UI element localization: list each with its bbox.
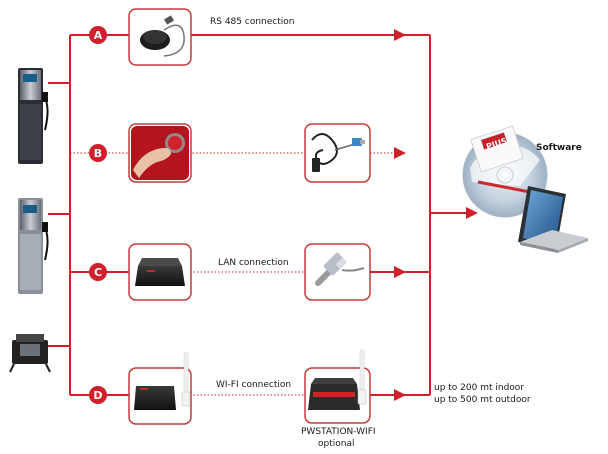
arrowheads [394, 29, 478, 401]
badge-a: A [89, 26, 107, 44]
station-name-label: PWSTATION-WIFI [301, 427, 376, 437]
range-outdoor-label: up to 500 mt outdoor [434, 395, 531, 405]
fuel-pump-1-icon [18, 68, 49, 164]
wifi-device-box [128, 351, 192, 425]
lan-device-box [128, 243, 192, 301]
fuel-tank-station-icon [9, 334, 51, 373]
fuel-pump-2-icon [18, 198, 49, 294]
badge-d: D [89, 386, 107, 404]
badge-b-text: B [94, 147, 102, 160]
cd-case-icon: PIUSI [470, 125, 524, 173]
arrow-c [394, 266, 406, 278]
badge-b: B [89, 144, 107, 162]
rs485-connection-label: RS 485 connection [210, 17, 295, 27]
arrow-b [394, 147, 406, 159]
badge-a-text: A [94, 29, 103, 42]
wifi-connection-label: WI-FI connection [216, 380, 292, 390]
rs485-adapter-box [128, 8, 192, 66]
arrow-d [394, 389, 406, 401]
connection-lines [48, 34, 470, 396]
station-optional-label: optional [318, 439, 355, 449]
range-indoor-label: up to 200 mt indoor [434, 383, 524, 393]
arrow-a [394, 29, 406, 41]
pwstation-wifi-box [304, 349, 371, 424]
rj45-cable-box [304, 243, 371, 301]
software-label: Software [536, 143, 582, 153]
lan-connection-label: LAN connection [218, 258, 289, 268]
push-button-box [128, 123, 192, 183]
badge-c-text: C [94, 266, 102, 279]
arrow-software [466, 207, 478, 219]
usb-cable-box [304, 123, 371, 183]
badge-c: C [89, 263, 107, 281]
badge-d-text: D [93, 389, 102, 402]
laptop-icon [518, 186, 588, 253]
